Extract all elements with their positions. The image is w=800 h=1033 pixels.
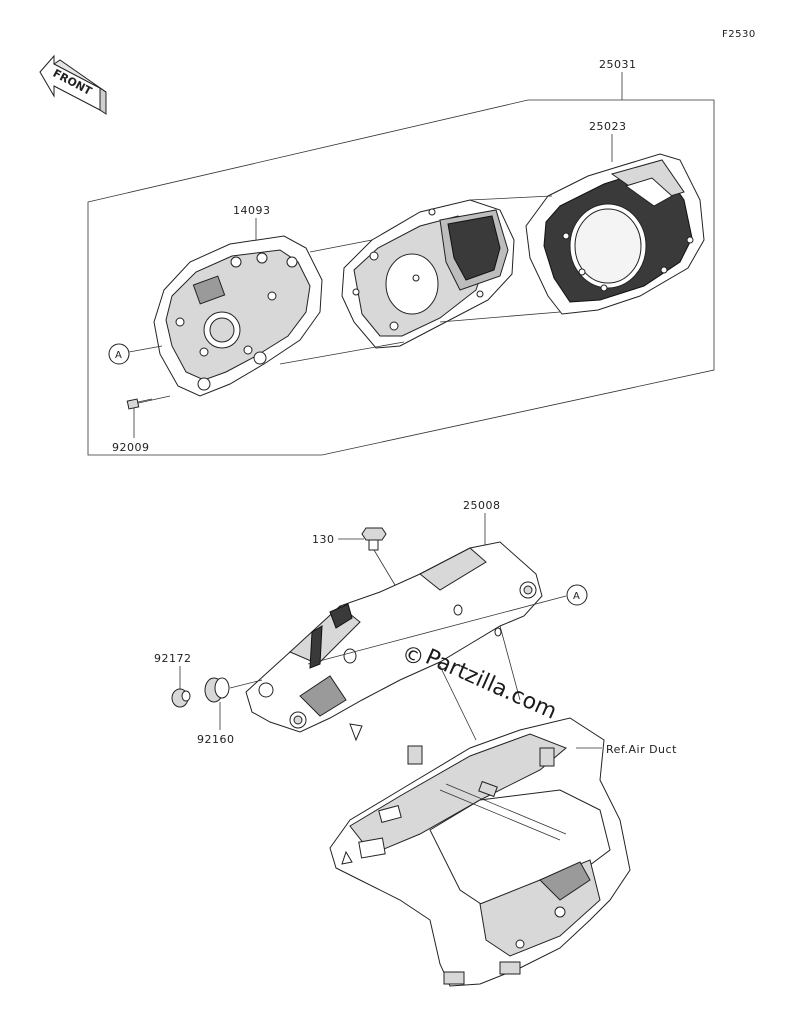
ref-marker-a-upper-label: A	[115, 350, 122, 361]
label-25008: 25008	[463, 499, 501, 512]
connector-line-1	[309, 239, 373, 253]
label-130: 130	[312, 533, 335, 546]
air-duct	[329, 625, 631, 987]
ref-marker-a-lower-label: A	[573, 591, 580, 602]
label-92172: 92172	[154, 652, 192, 665]
label-92009: 92009	[112, 441, 150, 454]
collar-92172	[171, 688, 191, 708]
assembly-outline	[87, 99, 715, 456]
meter-cover	[525, 153, 705, 315]
label-25023: 25023	[589, 120, 627, 133]
connector-line-3	[469, 195, 553, 201]
meter-unit	[341, 199, 515, 349]
figure-code: F2530	[722, 29, 756, 40]
bolt-130	[361, 527, 411, 611]
front-arrow-icon: FRONT	[39, 54, 107, 115]
meter-bracket	[245, 541, 543, 742]
label-92160: 92160	[197, 733, 235, 746]
grommet-92160	[204, 677, 263, 730]
ref-marker-a-lower: A	[307, 584, 588, 665]
ref-marker-a-upper: A	[108, 343, 163, 365]
label-14093: 14093	[233, 204, 271, 217]
connector-line-4	[439, 311, 561, 323]
ref-air-duct-label: Ref.Air Duct	[606, 743, 677, 756]
watermark-text: Partzilla.com	[422, 645, 561, 725]
screw-92009	[126, 395, 171, 438]
connector-line-2	[279, 341, 405, 365]
label-25031: 25031	[599, 58, 637, 71]
meter-case	[153, 235, 323, 397]
